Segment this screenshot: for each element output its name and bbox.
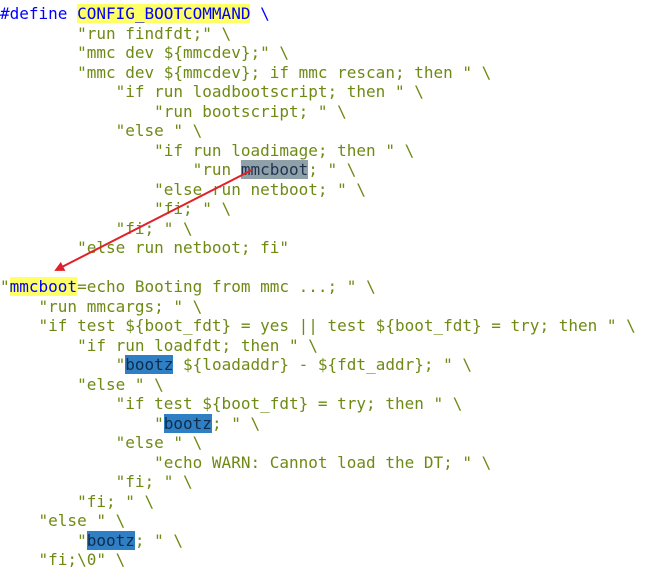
code-token: "echo WARN: Cannot load the DT; " \ [0,452,492,472]
code-token: ; " \ [134,530,184,550]
code-line: "fi; " \ [0,199,231,219]
code-token: "run [0,160,241,179]
code-line: "run findfdt;" \ [0,24,231,44]
code-token: ${loadaddr} - ${fdt_addr}; " \ [173,355,473,374]
code-line: "else run netboot; " \ [0,180,366,200]
code-token: ; " \ [308,160,357,179]
code-token: "mmc dev ${mmcdev}; if mmc rescan; then … [0,62,492,82]
code-token: "run findfdt;" \ [0,23,232,43]
code-line: "if test ${boot_fdt} = yes || test ${boo… [0,316,636,336]
code-token: "else " \ [0,511,126,530]
code-line: "else " \ [0,433,203,453]
code-token: "fi; " \ [0,472,193,491]
code-token: =echo Booting from mmc ...; " \ [77,277,376,296]
highlighted-token: mmcboot [9,277,78,296]
code-line: "fi;\0" \ [0,550,126,570]
code-line: "if run loadbootscript; then " \ [0,82,424,102]
code-token: "if run loadimage; then " \ [0,140,415,160]
code-token: "if run loadbootscript; then " \ [0,82,424,101]
highlighted-token: bootz [163,413,212,433]
highlighted-token: bootz [86,530,135,550]
code-line: "run bootscript; " \ [0,102,347,122]
code-line: "echo WARN: Cannot load the DT; " \ [0,453,491,473]
code-token: #define [0,4,78,23]
code-line: "if test ${boot_fdt} = try; then " \ [0,394,463,414]
code-line: "else " \ [0,121,203,141]
code-line: "else " \ [0,375,164,395]
code-token: "if run loadfdt; then " \ [0,335,318,355]
code-line: "fi; " \ [0,472,193,492]
code-token: "run mmcargs; " \ [0,296,203,316]
code-line: "mmcboot=echo Booting from mmc ...; " \ [0,277,376,297]
code-token: "fi; " \ [0,491,155,511]
highlighted-token: CONFIG_BOOTCOMMAND [77,4,251,23]
code-token: "else run netboot; fi" [0,238,289,257]
code-token: "else " \ [0,121,203,140]
code-line: "mmc dev ${mmcdev};" \ [0,43,289,63]
code-token: "else run netboot; " \ [0,179,367,199]
code-token: " [0,413,164,433]
code-line: "mmc dev ${mmcdev}; if mmc rescan; then … [0,63,491,83]
code-token: "else " \ [0,433,203,452]
code-line: "fi; " \ [0,492,154,512]
code-line: "run mmcboot; " \ [0,160,356,180]
code-line: #define CONFIG_BOOTCOMMAND \ [0,4,270,24]
code-token: "mmc dev ${mmcdev};" \ [0,43,289,62]
code-line: "bootz; " \ [0,530,184,551]
code-token: " [0,355,126,374]
code-line: "else run netboot; fi" [0,238,289,258]
code-token: " [0,277,10,296]
highlighted-token: bootz [125,355,174,374]
code-token: "fi;\0" \ [0,550,126,569]
code-token: " [0,530,87,550]
code-line: "run mmcargs; " \ [0,296,203,317]
code-line: "if run loadimage; then " \ [0,141,414,161]
highlighted-token: mmcboot [240,160,309,179]
code-token: "fi; " \ [0,218,193,238]
code-line: "if run loadfdt; then " \ [0,336,318,356]
code-token: "if test ${boot_fdt} = yes || test ${boo… [0,316,636,335]
code-line: "fi; " \ [0,219,193,239]
code-line: "bootz; " \ [0,413,261,434]
code-token: "else " \ [0,374,164,394]
code-line: "bootz ${loadaddr} - ${fdt_addr}; " \ [0,355,472,375]
code-token: "if test ${boot_fdt} = try; then " \ [0,394,463,413]
code-token: ; " \ [211,413,261,433]
code-line: "else " \ [0,511,126,531]
code-token: \ [250,4,270,23]
code-token: "fi; " \ [0,199,232,218]
code-token: "run bootscript; " \ [0,101,347,121]
